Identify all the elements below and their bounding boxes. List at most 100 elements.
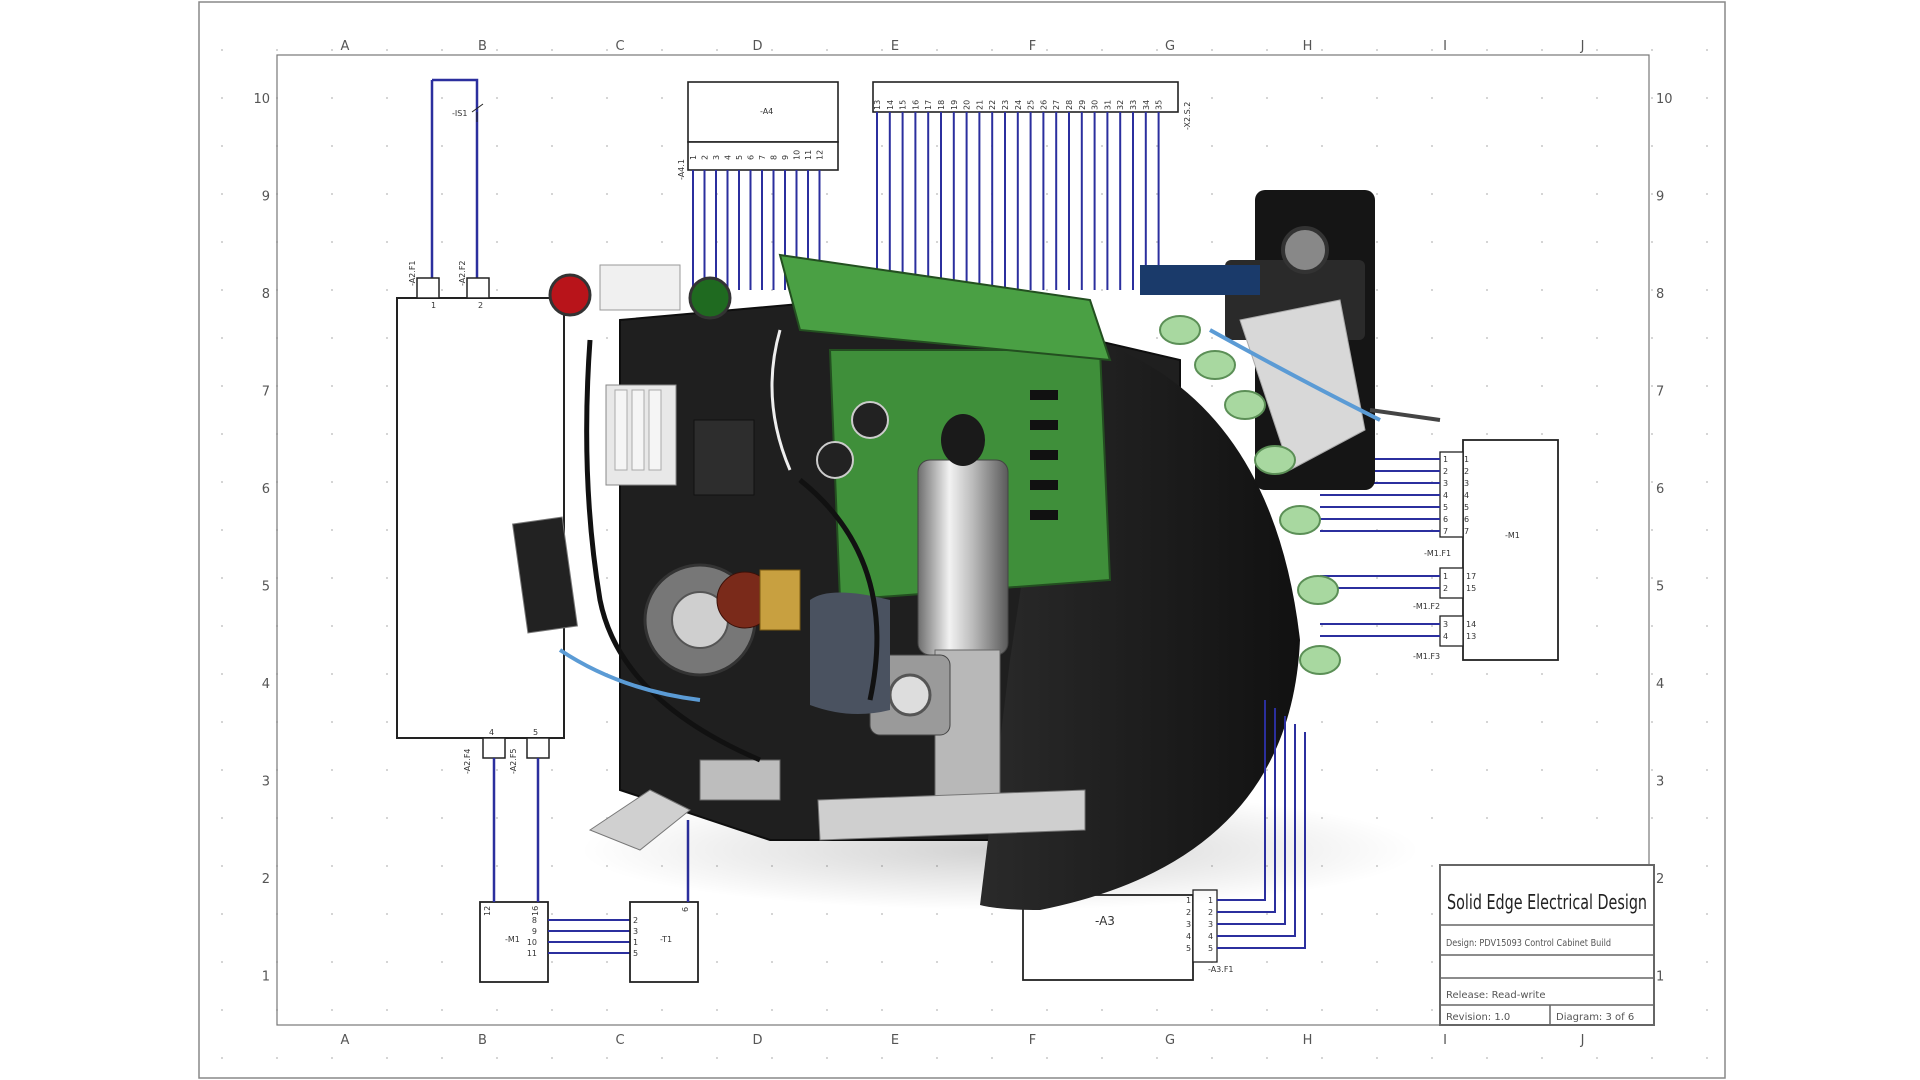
a3-pin: 3 bbox=[1186, 920, 1191, 929]
m1r-pin-c-left: 3 bbox=[1443, 620, 1448, 629]
a3-wire bbox=[1217, 732, 1306, 949]
grid-row-left-10: 10 bbox=[253, 92, 270, 107]
grid-col-bottom-C: C bbox=[615, 1033, 624, 1048]
grid-col-top-J: J bbox=[1580, 39, 1585, 54]
a3-pin: 5 bbox=[1186, 944, 1191, 953]
x2-label: -X2.S.2 bbox=[1183, 102, 1192, 130]
t1-side-pin: 3 bbox=[633, 927, 638, 936]
a4-pin: 7 bbox=[758, 155, 767, 160]
a4-pin: 10 bbox=[793, 150, 802, 160]
x2-pin: 29 bbox=[1078, 100, 1087, 110]
grid-col-top-D: D bbox=[752, 39, 762, 54]
title-block-release: Release: Read-write bbox=[1446, 990, 1546, 1001]
switch-is1: -IS1 bbox=[430, 78, 484, 280]
is1-label: -IS1 bbox=[452, 109, 467, 118]
m1r-pin-a-inner: 1 bbox=[1464, 455, 1469, 464]
cabinet-3d-model bbox=[512, 190, 1441, 910]
grid-col-bottom-I: I bbox=[1443, 1033, 1447, 1048]
x2-pin: 24 bbox=[1014, 100, 1023, 110]
title-block-title: Solid Edge Electrical Design bbox=[1447, 890, 1647, 914]
m1r-pin-a-inner: 2 bbox=[1464, 467, 1469, 476]
grid-col-bottom-F: F bbox=[1029, 1033, 1036, 1048]
a4-pin: 4 bbox=[724, 155, 733, 160]
a3-wire bbox=[1217, 708, 1276, 913]
a4-pin: 5 bbox=[735, 155, 744, 160]
x2-pin: 32 bbox=[1116, 100, 1125, 110]
m1r-pin-a: 5 bbox=[1443, 503, 1448, 512]
grid-row-left-8: 8 bbox=[262, 287, 270, 302]
m1r-pin-a: 6 bbox=[1443, 515, 1448, 524]
a2f4-label: -A2.F4 bbox=[463, 748, 472, 774]
grid-row-right-9: 9 bbox=[1656, 190, 1664, 205]
x2-pin: 18 bbox=[937, 100, 946, 110]
a3-pin-conn: 5 bbox=[1208, 944, 1213, 953]
grid-row-right-10: 10 bbox=[1656, 92, 1673, 107]
grid-col-top-H: H bbox=[1303, 39, 1313, 54]
title-block-revision: Revision: 1.0 bbox=[1446, 1012, 1510, 1023]
a2f2-label: -A2.F2 bbox=[458, 260, 467, 286]
grid-row-left-4: 4 bbox=[262, 677, 270, 692]
grid-col-top-C: C bbox=[615, 39, 624, 54]
grid-row-right-8: 8 bbox=[1656, 287, 1664, 302]
a4-pin: 3 bbox=[712, 155, 721, 160]
m1-bottom-label: -M1 bbox=[505, 935, 520, 944]
a3-pin-conn: 3 bbox=[1208, 920, 1213, 929]
a4-label: -A4 bbox=[760, 107, 773, 116]
grid-col-bottom-E: E bbox=[891, 1033, 899, 1048]
x2-pin: 25 bbox=[1027, 100, 1036, 110]
m1r-pin-a: 7 bbox=[1443, 527, 1448, 536]
t1-pin-6: 6 bbox=[681, 907, 690, 912]
m1r-pin-c: 14 bbox=[1466, 620, 1476, 629]
m1r-pin-a-inner: 4 bbox=[1464, 491, 1469, 500]
grid-row-right-5: 5 bbox=[1656, 580, 1664, 595]
x2-pin: 26 bbox=[1039, 100, 1048, 110]
m1r-pin-b-left: 1 bbox=[1443, 572, 1448, 581]
x2-pin: 28 bbox=[1065, 100, 1074, 110]
x2-pin: 13 bbox=[873, 100, 882, 110]
a3-wire bbox=[1217, 716, 1286, 925]
m1r-pin-a-inner: 6 bbox=[1464, 515, 1469, 524]
grid-col-bottom-H: H bbox=[1303, 1033, 1313, 1048]
x2-pin: 27 bbox=[1052, 100, 1061, 110]
a4-pin: 11 bbox=[804, 150, 813, 160]
a2f5-label: -A2.F5 bbox=[509, 748, 518, 774]
grid-row-left-2: 2 bbox=[262, 872, 270, 887]
a4-pin: 12 bbox=[816, 150, 825, 160]
a3f1-label: -A3.F1 bbox=[1208, 965, 1234, 974]
x2-pin: 33 bbox=[1129, 100, 1138, 110]
m1-right-label: -M1 bbox=[1505, 531, 1520, 540]
wires-a3-up bbox=[1217, 700, 1306, 949]
sheet-inner-border bbox=[276, 54, 1650, 1026]
x2-pin: 23 bbox=[1001, 100, 1010, 110]
grid-col-bottom-B: B bbox=[478, 1033, 487, 1048]
t1-side-pin: 1 bbox=[633, 938, 638, 947]
grid-col-top-F: F bbox=[1029, 39, 1036, 54]
m1r-pin-c: 13 bbox=[1466, 632, 1476, 641]
a2-pin-4: 4 bbox=[489, 728, 494, 737]
grid-col-top-I: I bbox=[1443, 39, 1447, 54]
grid-col-top-A: A bbox=[341, 39, 350, 54]
grid-row-left-5: 5 bbox=[262, 580, 270, 595]
grid-row-left-3: 3 bbox=[262, 775, 270, 790]
a2-pin-1: 1 bbox=[431, 301, 436, 310]
m1f3-label: -M1.F3 bbox=[1413, 652, 1440, 661]
a3-pin: 4 bbox=[1186, 932, 1191, 941]
m1b-side-pin: 9 bbox=[532, 927, 537, 936]
m1b-pin-16: 16 bbox=[531, 906, 540, 916]
grid-row-right-2: 2 bbox=[1656, 872, 1664, 887]
x2-pin: 14 bbox=[886, 100, 895, 110]
x2-pin: 15 bbox=[899, 100, 908, 110]
x2-pin: 19 bbox=[950, 100, 959, 110]
a3-wire bbox=[1217, 724, 1296, 937]
a2-pin-5: 5 bbox=[533, 728, 538, 737]
x2-pin: 22 bbox=[988, 100, 997, 110]
grid-col-top-G: G bbox=[1165, 39, 1175, 54]
m1b-pin-12: 12 bbox=[483, 906, 492, 916]
title-block-diagram: Diagram: 3 of 6 bbox=[1556, 1012, 1634, 1023]
